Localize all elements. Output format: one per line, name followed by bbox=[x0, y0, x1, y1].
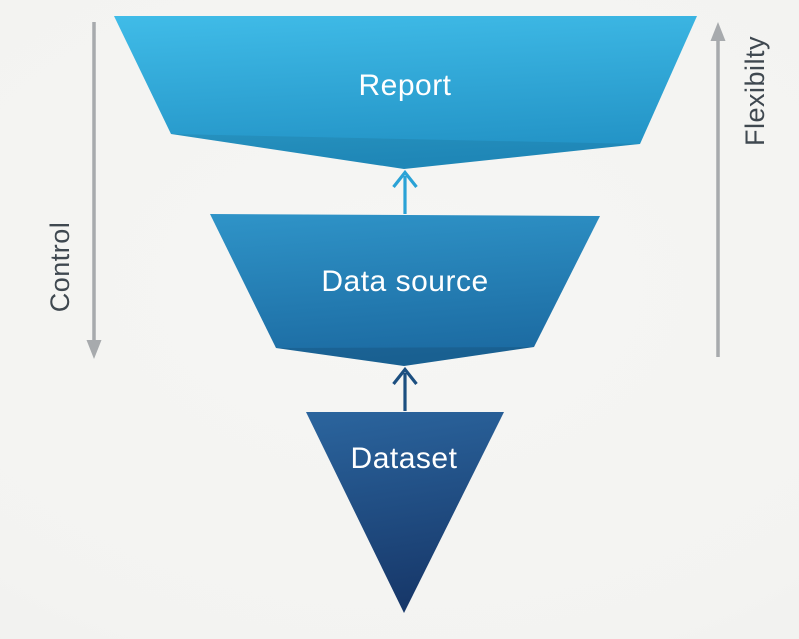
control-arrow-down-icon bbox=[86, 340, 102, 359]
data-source-shape-fold bbox=[276, 347, 534, 366]
funnel-level-dataset: Dataset bbox=[306, 412, 504, 613]
data-source-shape bbox=[210, 214, 600, 366]
data-source-label: Data source bbox=[321, 265, 488, 298]
flexibility-axis-label: Flexibilty bbox=[740, 36, 770, 146]
dataset-shape bbox=[306, 412, 504, 613]
flexibility-arrow-up-icon bbox=[710, 22, 726, 41]
funnel-level-data-source: Data source bbox=[210, 214, 600, 366]
dataset-to-datasource-up-arrow-icon bbox=[392, 366, 418, 411]
flexibility-axis: Flexibilty bbox=[710, 22, 770, 357]
dataset-label: Dataset bbox=[351, 442, 458, 475]
report-shape-fold bbox=[171, 134, 640, 169]
funnel-level-report: Report bbox=[114, 16, 697, 169]
control-axis-label: Control bbox=[45, 222, 75, 313]
report-label: Report bbox=[358, 69, 451, 102]
report-shape bbox=[114, 16, 697, 169]
datasource-to-report-up-arrow-icon bbox=[392, 169, 418, 214]
control-axis: Control bbox=[45, 22, 102, 359]
